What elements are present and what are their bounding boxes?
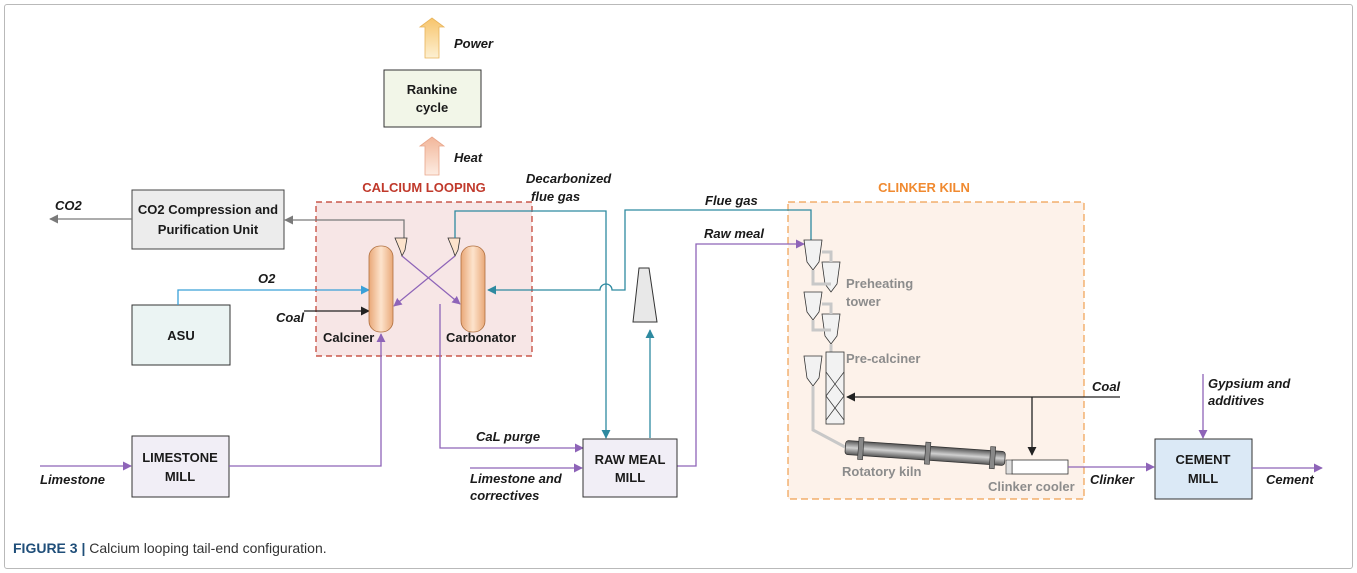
cal-purge-label: CaL purge	[476, 429, 540, 444]
calcium-looping-title: CALCIUM LOOPING	[362, 180, 486, 195]
stack-body	[632, 267, 658, 323]
co2-from-calciner	[284, 215, 405, 240]
clinker-kiln-title: CLINKER KILN	[878, 180, 970, 195]
raw-meal-line	[677, 239, 805, 467]
precalciner-label: Pre-calciner	[846, 351, 920, 366]
co2-unit-line2: Purification Unit	[158, 222, 259, 237]
preheater-ducts	[811, 250, 846, 449]
precalciner-cross-2	[825, 371, 845, 397]
clinker-cooler-label: Clinker cooler	[988, 479, 1075, 494]
cement-mill-box	[1154, 438, 1253, 500]
raw-meal-mill-line2: MILL	[615, 470, 645, 485]
co2-unit-line1: CO2 Compression and	[138, 202, 278, 217]
limestone-correctives-2: correctives	[470, 488, 539, 503]
coal-right-label: Coal	[1092, 379, 1121, 394]
decarb-label-2: flue gas	[531, 189, 580, 204]
o2-line	[177, 285, 370, 305]
limestone-mill-box	[131, 435, 230, 498]
preheating-tower	[803, 239, 841, 387]
figure-caption: FIGURE 3 | Calcium looping tail-end conf…	[13, 540, 327, 556]
o2-label: O2	[258, 271, 276, 286]
limestone-to-calciner-line	[229, 333, 386, 467]
precalciner-vessel	[825, 351, 845, 425]
heat-label: Heat	[454, 150, 483, 165]
gypsum-label-2: additives	[1208, 393, 1264, 408]
asu-box	[131, 304, 231, 366]
power-label: Power	[454, 36, 494, 51]
flue-gas-label: Flue gas	[705, 193, 758, 208]
cement-label: Cement	[1266, 472, 1314, 487]
power-arrow	[418, 17, 446, 59]
rankine-line1: Rankine	[407, 82, 458, 97]
rankine-cycle-box	[383, 69, 482, 128]
limestone-label: Limestone	[40, 472, 105, 487]
raw-meal-label: Raw meal	[704, 226, 764, 241]
preheating-label-2: tower	[846, 294, 881, 309]
solid-cal-to-carb	[401, 255, 461, 305]
cement-mill-line1: CEMENT	[1176, 452, 1231, 467]
raw-meal-mill-box	[582, 438, 678, 498]
caption-label: FIGURE 3 |	[13, 540, 86, 556]
limestone-correctives-1: Limestone and	[470, 471, 563, 486]
carbonator-vessel	[460, 245, 486, 333]
limestone-mill-line2: MILL	[165, 469, 195, 484]
co2-label: CO2	[55, 198, 83, 213]
decarb-label-1: Decarbonized	[526, 171, 612, 186]
decarbonized-flue-gas-line	[454, 210, 611, 439]
coal-left-label: Coal	[276, 310, 305, 325]
clinker-cooler	[1011, 459, 1069, 475]
calciner-cyclone	[394, 237, 408, 258]
gypsum-label-1: Gypsium and	[1208, 376, 1291, 391]
co2-unit-box	[131, 189, 285, 250]
rotatory-kiln-label: Rotatory kiln	[842, 464, 922, 479]
raw-meal-mill-line1: RAW MEAL	[595, 452, 666, 467]
asu-label: ASU	[167, 328, 194, 343]
cement-mill-line2: MILL	[1188, 471, 1218, 486]
clinker-label: Clinker	[1090, 472, 1135, 487]
carbonator-label: Carbonator	[446, 330, 516, 345]
flue-gas-line	[487, 209, 812, 295]
solid-carb-to-cal	[393, 255, 456, 307]
calciner-vessel	[368, 245, 394, 333]
caption-text: Calcium looping tail-end configuration.	[85, 540, 327, 556]
cooler-inlet	[1005, 459, 1013, 475]
precalciner-cross-4	[825, 395, 845, 421]
heat-arrow	[418, 136, 446, 176]
calciner-label: Calciner	[323, 330, 374, 345]
limestone-mill-line1: LIMESTONE	[142, 450, 218, 465]
rotatory-kiln	[844, 437, 1006, 470]
rankine-line2: cycle	[416, 100, 449, 115]
cal-purge-line	[439, 304, 584, 453]
figure-frame	[4, 4, 1353, 569]
preheating-label-1: Preheating	[846, 276, 913, 291]
carbonator-cyclone	[447, 237, 461, 258]
calcium-looping-region	[315, 201, 533, 357]
